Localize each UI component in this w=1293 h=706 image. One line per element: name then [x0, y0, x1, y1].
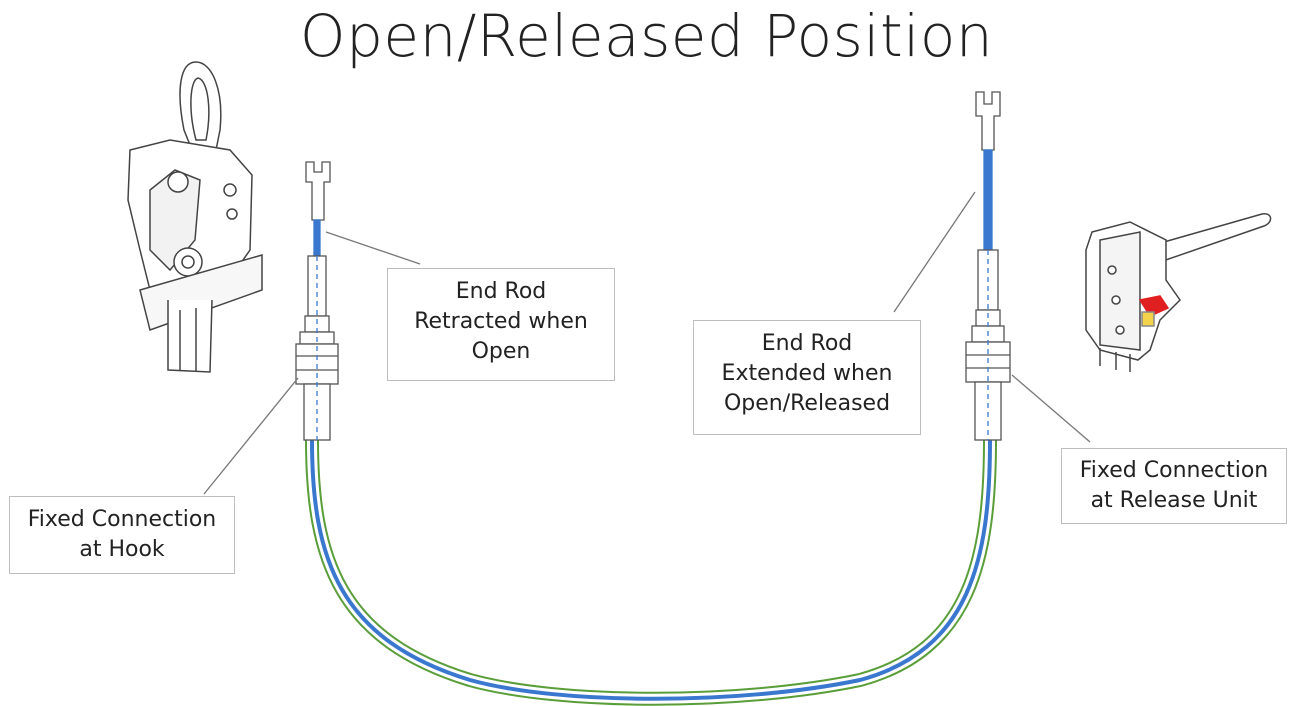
callout-fixed-connection-release: Fixed Connection at Release Unit	[1061, 448, 1287, 524]
callout-end-rod-retracted: End Rod Retracted when Open	[387, 268, 615, 381]
left-cable-fitting	[295, 161, 339, 441]
right-cable-fitting	[965, 91, 1011, 441]
callout-end-rod-extended: End Rod Extended when Open/Released	[693, 320, 921, 435]
release-unit-icon	[1085, 213, 1272, 372]
leader-lines	[203, 191, 1091, 495]
callout-fixed-connection-hook: Fixed Connection at Hook	[9, 496, 235, 574]
cable-loop	[305, 439, 997, 706]
diagram-title: Open/Released Position	[299, 2, 994, 70]
release-hook-icon	[127, 61, 263, 373]
